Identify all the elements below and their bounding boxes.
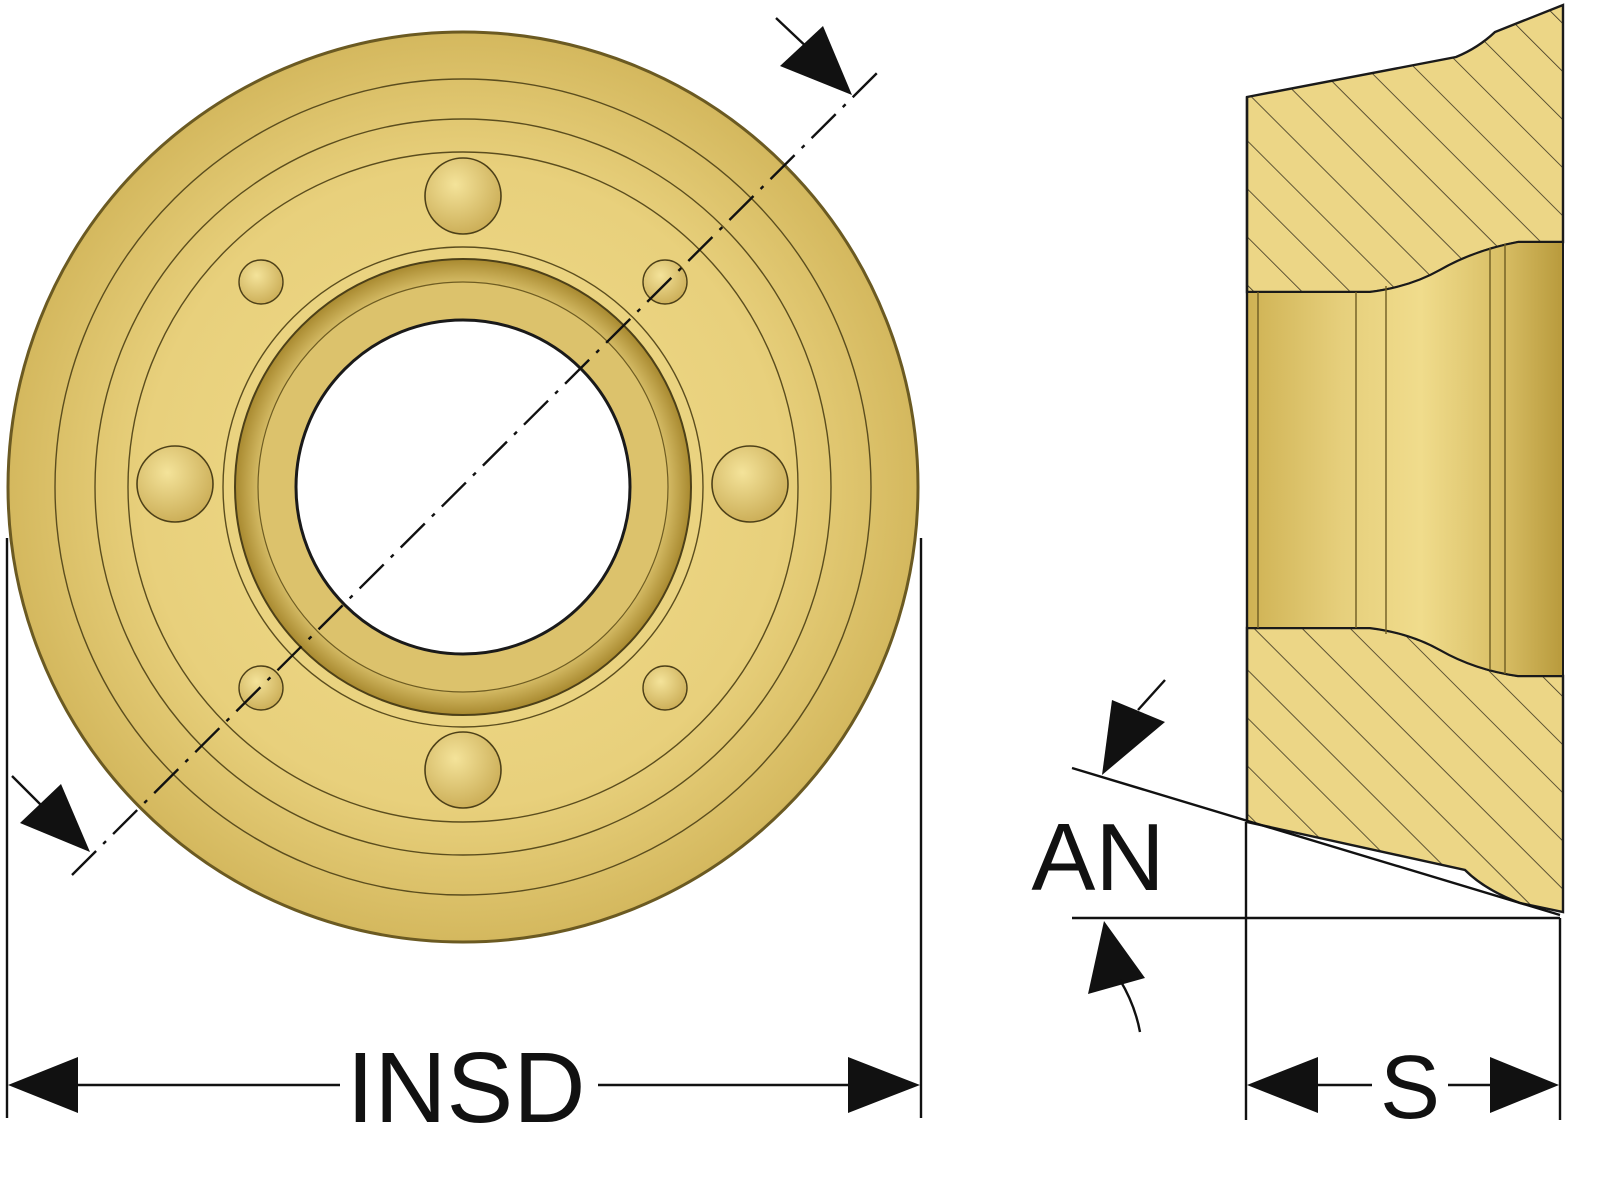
insd-arrow-right — [848, 1057, 920, 1113]
dimple-bottom — [424, 731, 502, 809]
dimple-top-right — [642, 259, 688, 305]
side-bore — [1246, 241, 1564, 677]
dimple-top-left — [238, 259, 284, 305]
section-arrow-top — [775, 17, 852, 95]
section-line — [71, 71, 879, 876]
face-ring-3 — [127, 151, 799, 823]
face-ring-1 — [54, 78, 872, 896]
an-arrow-top — [1102, 700, 1165, 775]
dimple-top — [424, 157, 502, 235]
insd-dimension: INSD — [5, 538, 923, 1144]
an-label: AN — [1031, 804, 1164, 911]
dimple-bottom-right — [642, 665, 688, 711]
an-slope-line — [1071, 766, 1561, 917]
face-ring-4 — [222, 246, 704, 728]
s-arrow-left — [1247, 1057, 1318, 1113]
side-view — [1245, 3, 1565, 914]
insd-label: INSD — [347, 1032, 586, 1144]
s-label: S — [1380, 1038, 1440, 1138]
s-arrow-right — [1490, 1057, 1559, 1113]
dimples-large — [136, 157, 789, 809]
section-arrow-bottom — [11, 775, 90, 852]
dimple-right — [711, 445, 789, 523]
an-dimension: AN — [1031, 679, 1562, 1120]
face-ring-2 — [94, 118, 832, 856]
front-view — [6, 17, 920, 944]
s-dimension: S — [1247, 1038, 1559, 1138]
an-arrow-bottom — [1088, 921, 1145, 994]
dimple-left — [136, 445, 214, 523]
insd-arrow-left — [8, 1057, 78, 1113]
